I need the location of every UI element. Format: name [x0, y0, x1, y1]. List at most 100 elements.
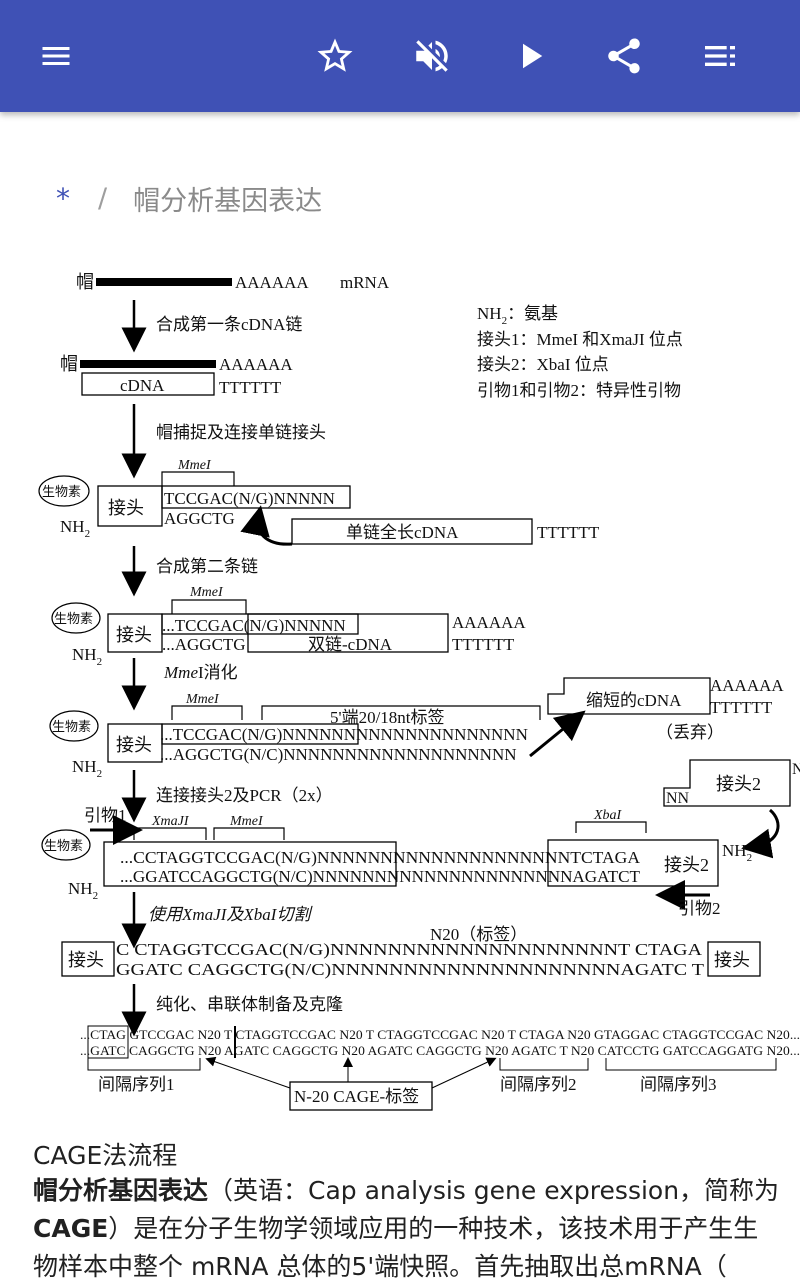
spacer3-label: 间隔序列3 [640, 1075, 717, 1094]
mrna-strand [96, 278, 232, 286]
adapter-label: 接头 [116, 625, 152, 645]
page-title: 帽分析基因表达 [133, 185, 323, 217]
polyt-label: TTTTTT [537, 523, 600, 542]
nh2-label: NH2 [722, 841, 752, 864]
article-paragraph: 帽分析基因表达（英语：Cap analysis gene expression，… [33, 1172, 783, 1280]
adapter-box [61, 941, 115, 977]
nh2-label: NH2 [60, 517, 90, 540]
site-bracket [171, 705, 243, 720]
site-bracket [171, 599, 247, 614]
biotin-label: 生物素 [52, 719, 91, 734]
mute-button[interactable] [402, 26, 462, 86]
share-button[interactable] [594, 26, 654, 86]
mrna-strand [80, 360, 216, 368]
toc-button[interactable] [690, 26, 750, 86]
site-bracket [161, 471, 235, 486]
breadcrumb-separator: / [98, 182, 108, 214]
star-outline-icon [317, 38, 353, 72]
biotin-label: 生物素 [54, 611, 93, 626]
cap-label: 帽 [60, 354, 78, 374]
nn-label: NN [666, 790, 690, 807]
adapter-label: 接头 [116, 735, 152, 755]
short-cdna-box [547, 677, 711, 715]
adapter2-label: 接头2 [716, 774, 761, 794]
cut-seq-bottom: GGATC CAGGCTG(N/C)NNNNNNNNNNNNNNNNNNNNAG… [116, 960, 705, 979]
hamburger-menu-icon [42, 47, 70, 65]
discard-label: （丢弃） [656, 723, 724, 742]
mmei-label: MmeI [229, 814, 264, 829]
adapter1-region [103, 841, 397, 887]
xmaji-label: XmaJI [151, 814, 190, 829]
biotin-ellipse [41, 829, 91, 861]
pointer-line [431, 1057, 497, 1089]
biotin-ellipse [49, 710, 99, 742]
site-bracket [575, 821, 647, 833]
site-bracket [133, 827, 207, 840]
polya-label: AAAAAA [452, 613, 526, 632]
adapter-label: 接头 [68, 950, 104, 970]
favorite-button[interactable] [305, 26, 365, 86]
legend-primers: 引物1和引物2：特异性引物 [477, 381, 681, 400]
spacer2-label: 间隔序列2 [500, 1075, 577, 1094]
cage-workflow-diagram[interactable]: 帽 AAAAAA mRNA 合成第一条cDNA链 NH2：氨基 接头1：MmeI… [34, 258, 800, 1114]
play-button[interactable] [500, 26, 560, 86]
cage-tag-label: N-20 CAGE-标签 [294, 1087, 419, 1106]
para-text: （英语：Cap analysis gene expression，简称为 [208, 1176, 780, 1205]
step2-label: 帽捕捉及连接单链接头 [156, 423, 326, 442]
legend-adapter2: 接头2：XbaI 位点 [477, 355, 609, 374]
concatemer-top: ...CTAG GTCCGAC N20 T CTAGGTCCGAC N20 T … [80, 1028, 800, 1042]
polya-label: AAAAAA [710, 676, 784, 695]
breadcrumb-home-link[interactable]: * [56, 181, 70, 215]
volume-off-icon [416, 40, 448, 72]
xbai-label: XbaI [593, 808, 623, 823]
cage-tag-box [289, 1081, 433, 1111]
short-cdna-label: 缩短的cDNA [586, 691, 682, 710]
step5-label: 连接接头2及PCR（2x） [156, 786, 333, 805]
mmei-label: MmeI [177, 458, 212, 473]
tag-label: 5'端20/18nt标签 [330, 708, 445, 727]
nh2-label: NH2 [72, 757, 102, 780]
polya-label: AAAAAA [235, 273, 309, 292]
menu-button[interactable] [26, 26, 86, 86]
adapter2-region [547, 839, 719, 887]
mmei-label: MmeI [185, 692, 220, 707]
discard-arrow [529, 710, 586, 758]
diagram-svg: 帽 AAAAAA mRNA 合成第一条cDNA链 NH2：氨基 接头1：MmeI… [38, 272, 800, 1111]
cdna-label: cDNA [120, 376, 165, 395]
step4-label: MmeI消化 [163, 663, 238, 682]
pointer-line [205, 1056, 291, 1089]
step3-label: 合成第二条链 [156, 557, 258, 576]
step1-label: 合成第一条cDNA链 [156, 315, 302, 334]
spacer2-bracket [499, 1058, 589, 1071]
nh2-label: NH2 [68, 879, 98, 902]
list-icon [705, 46, 735, 66]
ds-cdna-label: 双链-cDNA [308, 635, 393, 654]
polya-label: AAAAAA [219, 355, 293, 374]
cdna-box [81, 372, 215, 396]
adapter-seq-top: TCCGAC(N/G)NNNNN [164, 489, 335, 508]
share-icon [608, 38, 640, 74]
tag-seq-top: ...TCCGAC(N/G)NNNNNNNNNNNNNNNNNNNN [160, 725, 528, 744]
biotin-ellipse [38, 475, 90, 507]
tag-bracket [261, 705, 541, 720]
mrna-label: mRNA [340, 273, 390, 292]
adapter-top-strand [161, 723, 359, 745]
para-text: ）是在分子生物学领域应用的一种技术，该技术用于产生生物样本中整个 mRNA 总体… [33, 1214, 759, 1280]
ligation-arrow [240, 505, 293, 546]
polyt-label: TTTTTT [219, 378, 282, 397]
primer2-label: 引物2 [678, 899, 721, 918]
spacer-divider [234, 1026, 236, 1058]
ss-cdna-box [291, 518, 533, 545]
ss-cdna-label: 单链全长cDNA [346, 523, 459, 542]
legend-adapter1: 接头1：MmeI 和XmaJI 位点 [477, 330, 683, 349]
spacer1-bracket [87, 1058, 201, 1071]
ligation-arrow [741, 808, 780, 859]
primer1-label: 引物1 [84, 806, 127, 825]
n20-tag-label: N20（标签） [430, 925, 527, 944]
ds-cdna-box [247, 613, 449, 653]
biotin-label: 生物素 [44, 838, 83, 853]
spacer1-label: 间隔序列1 [98, 1075, 175, 1094]
legend-nh2: NH2：氨基 [477, 304, 558, 327]
concatemer-bottom: ...GATC CAGGCTG N20 AGATC CAGGCTG N20 AG… [80, 1044, 800, 1058]
term-bold: 帽分析基因表达 [33, 1176, 209, 1205]
